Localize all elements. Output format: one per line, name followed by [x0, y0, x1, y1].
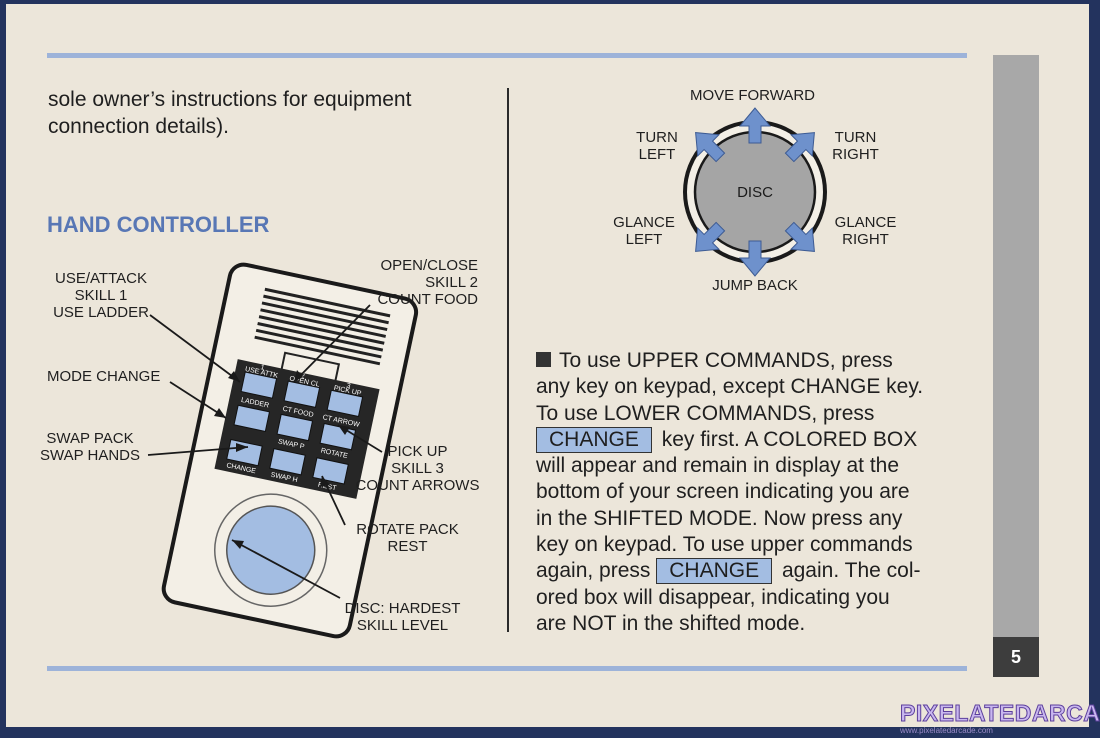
section-heading: HAND CONTROLLER	[47, 212, 270, 237]
label-rotate: ROTATE PACK REST	[356, 521, 459, 555]
label-glance-left: GLANCE LEFT	[613, 214, 675, 248]
direction-arrows	[695, 107, 815, 277]
keypad-keys	[226, 371, 364, 485]
bullet-square-icon	[536, 352, 551, 367]
label-mode-change: MODE CHANGE	[47, 368, 161, 385]
label-turn-right: TURN RIGHT	[832, 129, 879, 163]
label-swap: SWAP PACK SWAP HANDS	[39, 430, 141, 464]
watermark-url: www.pixelatedarcade.com	[900, 726, 993, 735]
bottom-rule	[47, 666, 967, 671]
change-key-label-2: CHANGE	[656, 558, 773, 585]
label-open-close: OPEN/CLOSE SKILL 2 COUNT FOOD	[377, 257, 478, 308]
label-disc: DISC: HARDEST SKILL LEVEL	[344, 600, 461, 634]
intro-line-2: connection details).	[48, 115, 229, 138]
key-number-3: 3	[346, 382, 351, 390]
label-jump-back: JUMP BACK	[712, 277, 798, 294]
instructions-body: To use UPPER COMMANDS, press any key on …	[536, 349, 924, 635]
label-turn-left: TURN LEFT	[636, 129, 678, 163]
key-number-1: 1	[260, 364, 265, 372]
label-use-attack: USE/ATTACK SKILL 1 USE LADDER	[53, 270, 149, 321]
label-move-forward: MOVE FORWARD	[689, 87, 815, 104]
column-divider	[507, 88, 509, 632]
disc-center-label: DISC	[737, 184, 773, 201]
key-number-2: 2	[300, 373, 305, 381]
label-glance-right: GLANCE RIGHT	[834, 214, 897, 248]
top-rule	[47, 53, 967, 58]
watermark-logo: PIXELATEDARCADE	[899, 700, 1100, 727]
intro-text: sole owner’s instructions for equipment …	[48, 86, 488, 140]
intro-line-1: sole owner’s instructions for equipment	[48, 88, 412, 111]
page-number: 5	[993, 637, 1039, 677]
change-key-label: CHANGE	[536, 426, 652, 453]
label-pick-up: PICK UP SKILL 3 COUNT ARROWS	[355, 443, 480, 494]
page-tab-sidebar	[993, 55, 1039, 637]
controller-ridges	[254, 287, 391, 366]
disc-diagram: DISC	[683, 107, 827, 277]
